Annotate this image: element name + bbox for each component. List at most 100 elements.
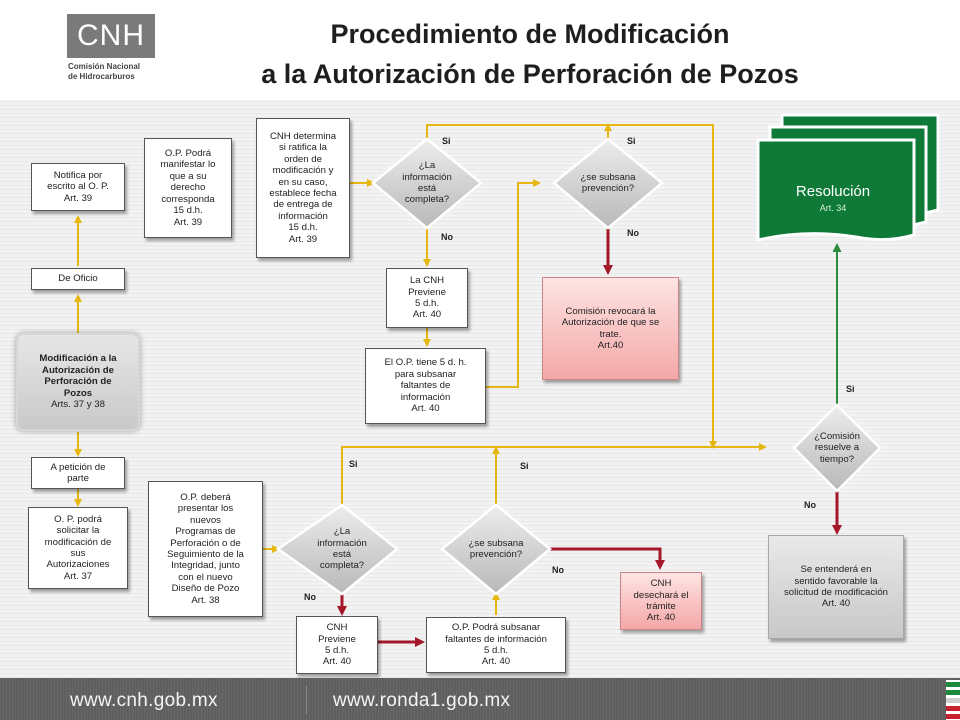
- op-tiene-line2: para subsanar: [394, 368, 457, 380]
- diamond-subsana-bottom-line2: prevención?: [469, 549, 523, 560]
- diamond-subsana-top-label: ¿se subsana prevención?: [562, 168, 654, 198]
- resolution-document-stack: [756, 113, 940, 242]
- op-manifestar-line7: Art. 39: [173, 216, 203, 228]
- op-solicitar-line4: sus: [70, 548, 86, 559]
- diamond-info-bottom: [275, 503, 399, 596]
- favorable-line2: sentido favorable la: [794, 575, 878, 587]
- cnh-previene-bottom-line3: 5 d.h.: [324, 645, 349, 656]
- diamond-comision-line2: resuelve a: [814, 442, 860, 454]
- footer-link-ronda1[interactable]: www.ronda1.gob.mx: [333, 690, 511, 711]
- op-solicitar-line1: O. P. podrá: [54, 513, 102, 525]
- logo-subtitle-line2: de Hidrocarburos: [68, 72, 135, 81]
- revocara-box: Comisión revocará la Autorización de que…: [542, 277, 679, 380]
- op-manifestar-box: O.P. Podrá manifestar lo que a su derech…: [144, 138, 232, 238]
- diamond-subsana-bottom-label: ¿se subsana prevención?: [450, 534, 542, 564]
- op-solicitar-line5: Autorizaciones: [46, 559, 110, 571]
- cnh-determina-line5: en su caso,: [278, 176, 328, 188]
- resolucion-title: Resolución: [795, 183, 871, 200]
- notifica-box: Notifica por escrito al O. P. Art. 39: [31, 163, 125, 211]
- revocara-line2: Autorización de que se: [561, 317, 660, 329]
- op-subsanar-line3: 5 d.h.: [483, 645, 508, 656]
- label-si-info-bottom: Si: [349, 459, 358, 469]
- label-no-info-top: No: [441, 232, 453, 242]
- cnh-previene-bottom-box: CNH Previene 5 d.h. Art. 40: [296, 616, 378, 674]
- cnh-previene-top-line1: La CNH: [409, 275, 445, 287]
- cnh-determina-line9: 15 d.h.: [288, 222, 318, 234]
- modificacion-line3: Perforación de: [44, 376, 112, 388]
- favorable-line4: Art. 40: [821, 598, 851, 610]
- op-tiene-box: El O.P. tiene 5 d. h. para subsanar falt…: [365, 348, 486, 424]
- modificacion-line1: Modificación a la: [39, 353, 117, 365]
- desechara-line1: CNH: [650, 578, 672, 590]
- op-presentar-line2: presentar los: [177, 503, 234, 515]
- diamond-info-bottom-line1: ¿La: [333, 526, 351, 538]
- op-tiene-line4: información: [400, 391, 451, 403]
- revocara-line4: Art.40: [597, 339, 624, 351]
- cnh-determina-line7: de entrega de: [273, 199, 333, 211]
- footer-link-cnh[interactable]: www.cnh.gob.mx: [70, 690, 218, 711]
- label-si-subsana-bottom: Si: [520, 461, 529, 471]
- op-presentar-line7: Integridad, junto: [171, 560, 240, 572]
- op-presentar-line6: Seguimiento de la: [167, 549, 244, 560]
- modificacion-line2: Autorización de: [42, 364, 114, 376]
- diamond-subsana-top: [552, 137, 664, 230]
- footer-divider: [306, 686, 307, 714]
- peticion-line2: parte: [67, 473, 89, 484]
- op-tiene-line1: El O.P. tiene 5 d. h.: [384, 357, 467, 369]
- footer-bar: [0, 678, 960, 720]
- label-si-info-top: Si: [442, 136, 451, 146]
- op-presentar-line4: Programas de: [175, 526, 236, 538]
- header: CNH Comisión Nacional de Hidrocarburos P…: [0, 0, 960, 100]
- op-presentar-line8: con el nuevo: [178, 571, 233, 583]
- diamond-subsana-bottom-line1: ¿se subsana: [468, 537, 524, 549]
- op-presentar-line9: Diseño de Pozo: [171, 583, 240, 595]
- op-solicitar-line3: modificación de: [44, 536, 112, 548]
- op-presentar-line3: nuevos: [190, 514, 221, 526]
- op-tiene-line5: Art. 40: [411, 403, 440, 415]
- cnh-logo: CNH: [67, 14, 155, 58]
- cnh-previene-top-box: La CNH Previene 5 d.h. Art. 40: [386, 268, 468, 328]
- notifica-line3: Art. 39: [63, 192, 93, 204]
- notifica-line2: escrito al O. P.: [47, 181, 109, 193]
- cnh-determina-line3: orden de: [284, 153, 322, 165]
- diamond-info-top-line4: completa?: [404, 194, 450, 206]
- diamond-info-top-line3: está: [417, 183, 437, 194]
- label-no-subsana-bottom: No: [552, 565, 564, 575]
- op-subsanar-box: O.P. Podrá subsanar faltantes de informa…: [426, 617, 566, 673]
- op-presentar-line10: Art. 38: [191, 594, 220, 606]
- cnh-determina-box: CNH determina si ratifica la orden de mo…: [256, 118, 350, 258]
- label-no-comision: No: [804, 500, 816, 510]
- op-solicitar-line2: solicitar la: [56, 525, 100, 537]
- op-subsanar-line1: O.P. Podrá subsanar: [451, 622, 541, 634]
- diamond-comision-line3: tiempo?: [819, 453, 855, 465]
- diamond-info-bottom-line2: información: [317, 537, 367, 549]
- op-solicitar-line6: Art. 37: [63, 570, 93, 582]
- page-title: Procedimiento de Modificación a la Autor…: [200, 14, 860, 94]
- arrow-diamond-bottom-si: [341, 443, 767, 505]
- modificacion-box: Modificación a la Autorización de Perfor…: [16, 333, 140, 431]
- favorable-box: Se entenderá en sentido favorable la sol…: [768, 535, 904, 639]
- cnh-previene-top-line4: Art. 40: [412, 309, 442, 321]
- cnh-determina-line6: establece fecha: [269, 188, 337, 199]
- label-si-subsana-top: Si: [627, 136, 636, 146]
- op-manifestar-line5: corresponda: [161, 193, 215, 205]
- op-tiene-line3: faltantes de: [400, 380, 451, 392]
- diamond-comision-line1: ¿Comisión: [814, 430, 860, 442]
- op-manifestar-line6: 15 d.h.: [173, 205, 203, 217]
- diamond-info-bottom-line4: completa?: [319, 560, 365, 572]
- op-manifestar-line1: O.P. Podrá: [164, 148, 212, 160]
- diamond-info-top: [371, 137, 483, 230]
- flag-stripes-icon: [946, 680, 960, 720]
- cnh-previene-bottom-line4: Art. 40: [322, 656, 352, 668]
- desechara-line2: desechará el: [633, 589, 689, 601]
- logo-subtitle-line1: Comisión Nacional: [68, 62, 141, 71]
- arrow-diamond-top-si: [426, 124, 717, 449]
- de-oficio-label: De Oficio: [58, 273, 98, 285]
- op-manifestar-line3: que a su: [169, 170, 207, 182]
- op-presentar-box: O.P. deberá presentar los nuevos Program…: [148, 481, 263, 617]
- desechara-line4: Art. 40: [646, 612, 676, 624]
- cnh-determina-line10: Art. 39: [288, 233, 318, 245]
- revocara-line1: Comisión revocará la: [565, 305, 656, 317]
